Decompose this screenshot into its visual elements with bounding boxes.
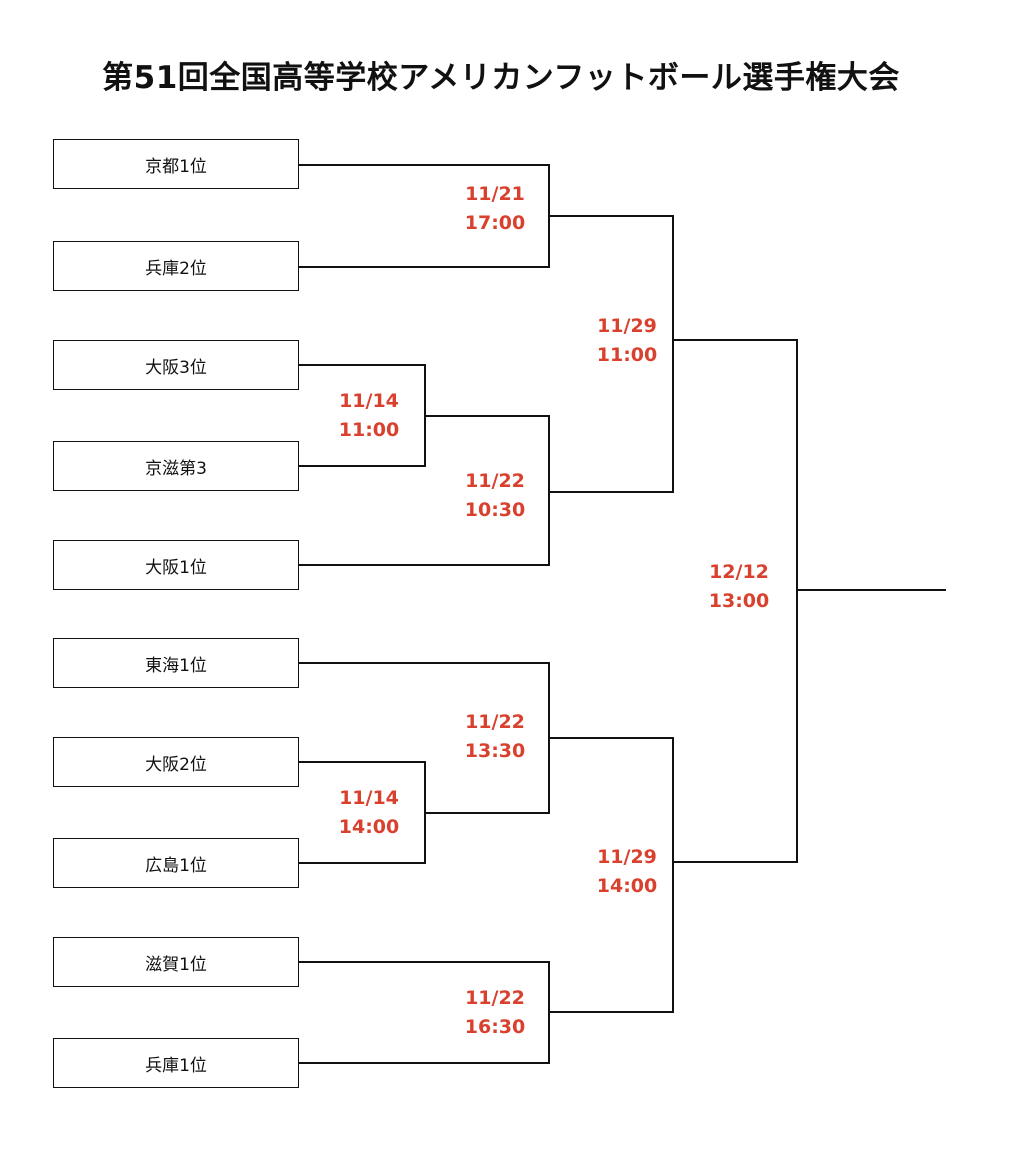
match-label: 11/22 16:30: [445, 984, 545, 1042]
team-box: 兵庫2位: [53, 241, 299, 291]
match-date: 11/22: [465, 987, 525, 1009]
page-title: 第51回全国高等学校アメリカンフットボール選手権大会: [102, 60, 900, 96]
bracket-line: [548, 491, 674, 493]
bracket-line: [299, 662, 550, 664]
match-time: 10:30: [464, 499, 526, 521]
team-box: 広島1位: [53, 838, 299, 888]
bracket-line: [548, 215, 674, 217]
bracket-line: [796, 339, 798, 863]
match-label: 12/12 13:00: [689, 558, 789, 616]
team-box: 大阪1位: [53, 540, 299, 590]
team-box: 大阪2位: [53, 737, 299, 787]
team-box: 東海1位: [53, 638, 299, 688]
match-label: 11/21 17:00: [445, 180, 545, 238]
bracket-line: [548, 415, 550, 566]
match-date: 11/14: [339, 787, 399, 809]
bracket-line: [299, 164, 550, 166]
bracket-line: [299, 364, 426, 366]
bracket-line: [796, 589, 946, 591]
bracket-line: [672, 861, 798, 863]
team-box: 京都1位: [53, 139, 299, 189]
match-label: 11/29 11:00: [577, 312, 677, 370]
bracket-line: [672, 737, 674, 1013]
bracket-line: [299, 266, 550, 268]
match-time: 14:00: [338, 816, 400, 838]
match-date: 11/22: [465, 711, 525, 733]
match-label: 11/22 13:30: [445, 708, 545, 766]
match-label: 11/14 14:00: [319, 784, 419, 842]
bracket-line: [672, 215, 674, 493]
bracket-line: [548, 737, 674, 739]
match-date: 12/12: [709, 561, 769, 583]
match-time: 17:00: [464, 212, 526, 234]
match-date: 11/22: [465, 470, 525, 492]
match-time: 14:00: [596, 875, 658, 897]
bracket-line: [548, 1011, 674, 1013]
team-box: 大阪3位: [53, 340, 299, 390]
team-box: 滋賀1位: [53, 937, 299, 987]
bracket-line: [424, 415, 550, 417]
bracket-line: [299, 761, 426, 763]
bracket-line: [299, 465, 426, 467]
bracket-line: [424, 812, 550, 814]
bracket-line: [672, 339, 798, 341]
match-label: 11/29 14:00: [577, 843, 677, 901]
match-date: 11/29: [597, 846, 657, 868]
team-box: 兵庫1位: [53, 1038, 299, 1088]
bracket-line: [299, 961, 550, 963]
match-time: 13:30: [464, 740, 526, 762]
bracket-line: [299, 1062, 550, 1064]
match-time: 11:00: [596, 344, 658, 366]
match-time: 16:30: [464, 1016, 526, 1038]
bracket-line: [299, 862, 426, 864]
match-label: 11/22 10:30: [445, 467, 545, 525]
match-label: 11/14 11:00: [319, 387, 419, 445]
match-date: 11/21: [465, 183, 525, 205]
match-date: 11/29: [597, 315, 657, 337]
match-time: 11:00: [338, 419, 400, 441]
match-date: 11/14: [339, 390, 399, 412]
bracket-line: [299, 564, 550, 566]
match-time: 13:00: [708, 590, 770, 612]
team-box: 京滋第3: [53, 441, 299, 491]
